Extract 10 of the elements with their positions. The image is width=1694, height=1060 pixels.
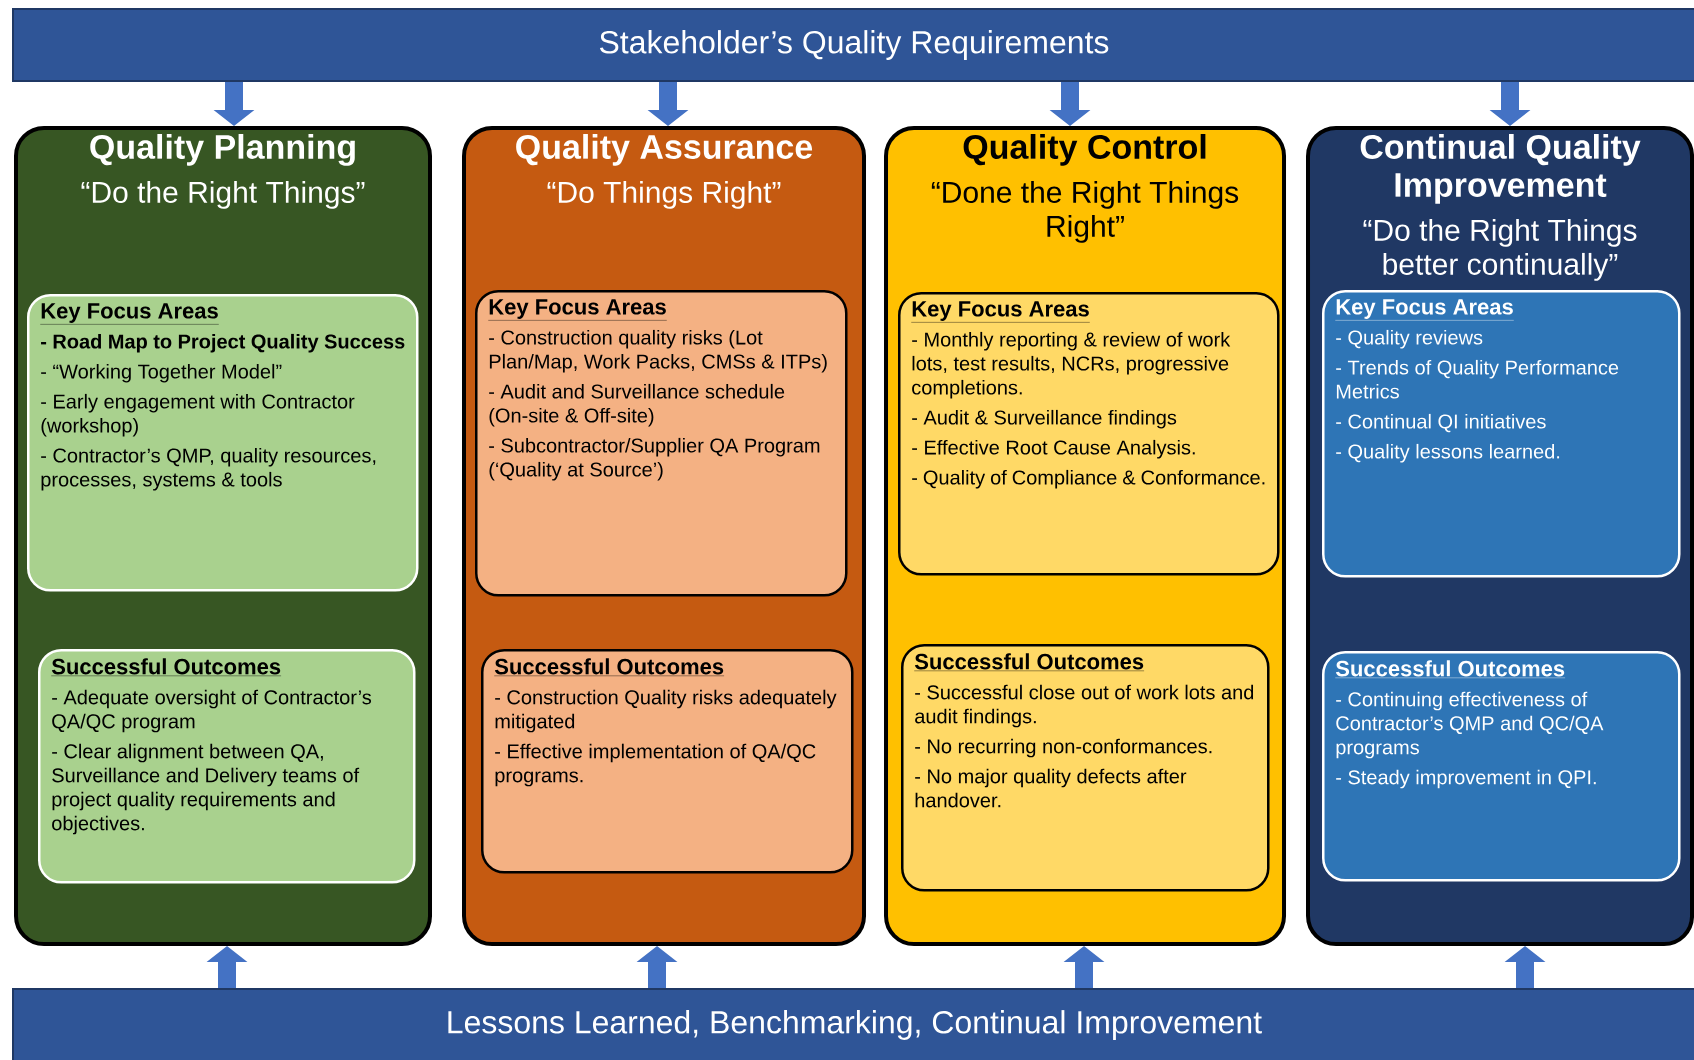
banner: Lessons Learned, Benchmarking, Continual Improvement — [12, 988, 1694, 1060]
info-box: Key Focus Areas - Road Map to Project Quality Success - “Working Together Model” - Early engagement with Contractor (workshop) - Contractor’s QMP, quality resources, processes, systems & tools — [27, 294, 419, 592]
info-box: Successful Outcomes - Continuing effectiveness of Contractor’s QMP and QC/QA programs - Steady improvement in QPI. — [1322, 651, 1681, 882]
info-box: Key Focus Areas - Monthly reporting & review of work lots, test results, NCRs, progressive completions. - Audit & Surveillance findings - Effective Root Cause Analysis. - Quality of Compliance & Conformance. — [898, 292, 1280, 576]
info-box: Key Focus Areas - Quality reviews - Trends of Quality Performance Metrics - Continual QI initiatives - Quality lessons learned. — [1322, 290, 1681, 578]
info-box: Key Focus Areas - Construction quality risks (Lot Plan/Map, Work Packs, CMSs & ITPs) - Audit and Surveillance schedule (On-site & Off-site) - Subcontractor/Supplier QA Program (‘Quality at Source’) — [475, 290, 848, 597]
info-box: Successful Outcomes - Adequate oversight of Contractor’s QA/QC program - Clear alignment between QA, Surveillance and Delivery teams of project quality requirements and objectives. — [38, 649, 416, 884]
info-box: Successful Outcomes - Construction Quality risks adequately mitigated - Effective implementation of QA/QC programs. — [481, 649, 854, 874]
info-box: Successful Outcomes - Successful close out of work lots and audit findings. - No recurring non-conformances. - No major quality defects after handover. — [901, 644, 1270, 892]
banner: Stakeholder’s Quality Requirements — [12, 8, 1694, 82]
